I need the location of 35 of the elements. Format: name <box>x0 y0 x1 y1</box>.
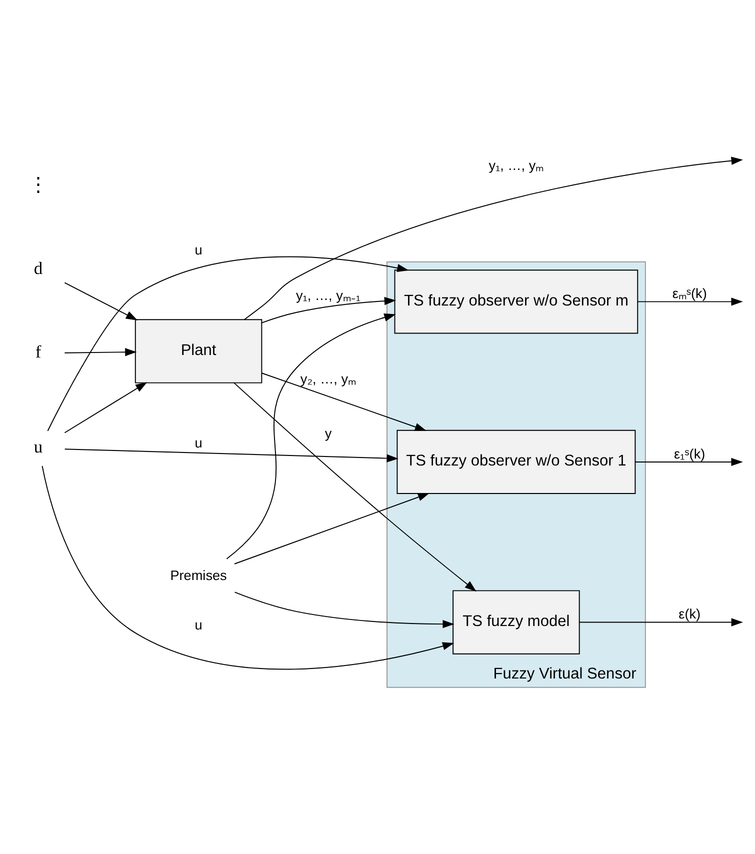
arrow <box>261 372 427 431</box>
arrow <box>234 493 430 564</box>
arrow <box>47 256 409 432</box>
arrow <box>578 618 743 626</box>
edge-label: ε₁ˢ(k) <box>674 446 706 462</box>
node-box: Plant <box>134 319 262 384</box>
node-box: TS fuzzy model <box>452 590 580 654</box>
edge-label: y₁, …, yₘ₋₁ <box>296 288 360 303</box>
node-text: Premises <box>170 568 227 584</box>
edge-label: y <box>324 426 332 441</box>
node-box: TS fuzzy observer w/o Sensor m <box>394 270 638 334</box>
arrow <box>234 382 476 592</box>
arrow <box>226 314 396 560</box>
arrow <box>637 298 743 306</box>
edge-label: εₘˢ(k) <box>672 286 707 301</box>
node-text: u <box>34 436 43 457</box>
arrow <box>244 156 743 320</box>
edge-label: ε(k) <box>678 606 701 622</box>
edge-label: y₂, …, yₘ <box>300 371 356 386</box>
edge-label: u <box>194 436 202 451</box>
arrow <box>261 296 396 324</box>
arrow <box>64 448 398 462</box>
node-text: f <box>35 341 42 362</box>
arrow <box>64 348 137 356</box>
edge-label: y₁, …, yₘ <box>488 158 544 173</box>
arrow <box>634 458 743 466</box>
arrow <box>42 465 454 670</box>
arrow <box>234 592 454 628</box>
edge-label: u <box>194 617 202 632</box>
label: ⋮ <box>28 174 48 196</box>
node-box: TS fuzzy observer w/o Sensor 1 <box>396 430 636 494</box>
node-text: d <box>34 258 43 278</box>
edge-label: u <box>194 242 202 258</box>
arrow <box>64 382 148 434</box>
arrow <box>64 282 138 320</box>
